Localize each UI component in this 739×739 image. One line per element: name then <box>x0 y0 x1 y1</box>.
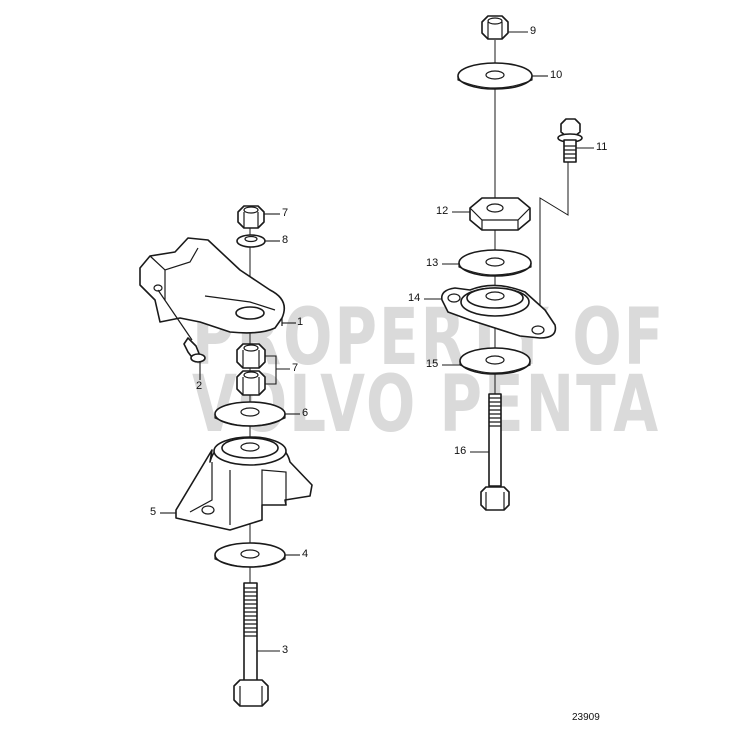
lock-washer-icon-8 <box>236 234 266 248</box>
callout-16: 16 <box>454 445 467 457</box>
rubber-mount-icon-14 <box>440 284 557 339</box>
callout-2: 2 <box>196 380 203 392</box>
hex-nut-icon-7-top <box>237 205 265 229</box>
callout-12: 12 <box>436 205 449 217</box>
callout-9: 9 <box>530 25 537 37</box>
bracket-icon-1 <box>139 237 286 334</box>
bolt-11-alignment-line <box>539 162 569 330</box>
hex-nut-icon-9 <box>481 15 509 40</box>
bolt-icon-2 <box>157 289 206 363</box>
hex-nut-icon-7-lower <box>236 370 266 396</box>
callout-15: 15 <box>426 358 439 370</box>
callout-11: 11 <box>596 141 608 153</box>
callout-3: 3 <box>282 644 289 656</box>
square-spacer-icon-12 <box>469 197 531 231</box>
callout-7-pair: 7 <box>292 362 299 374</box>
drawing-number: 23909 <box>572 712 600 723</box>
long-bolt-icon-3 <box>233 582 269 707</box>
callout-14: 14 <box>408 292 421 304</box>
hex-nut-icon-7-upper <box>236 343 266 369</box>
long-bolt-icon-16 <box>480 393 510 511</box>
washer-icon-4 <box>214 542 286 568</box>
callout-7-top: 7 <box>282 207 289 219</box>
callout-4: 4 <box>302 548 309 560</box>
callout-10: 10 <box>550 69 563 81</box>
callout-6: 6 <box>302 407 309 419</box>
callout-13: 13 <box>426 257 439 269</box>
callout-5: 5 <box>150 506 157 518</box>
flange-bolt-icon-11 <box>557 118 583 163</box>
callout-1: 1 <box>297 316 304 328</box>
washer-icon-10 <box>457 62 533 90</box>
leader-lines <box>160 31 594 652</box>
rubber-mount-icon-5 <box>175 436 313 531</box>
callout-8: 8 <box>282 234 289 246</box>
washer-icon-6 <box>214 401 286 427</box>
washer-icon-13 <box>458 249 532 277</box>
washer-icon-15 <box>459 347 531 375</box>
